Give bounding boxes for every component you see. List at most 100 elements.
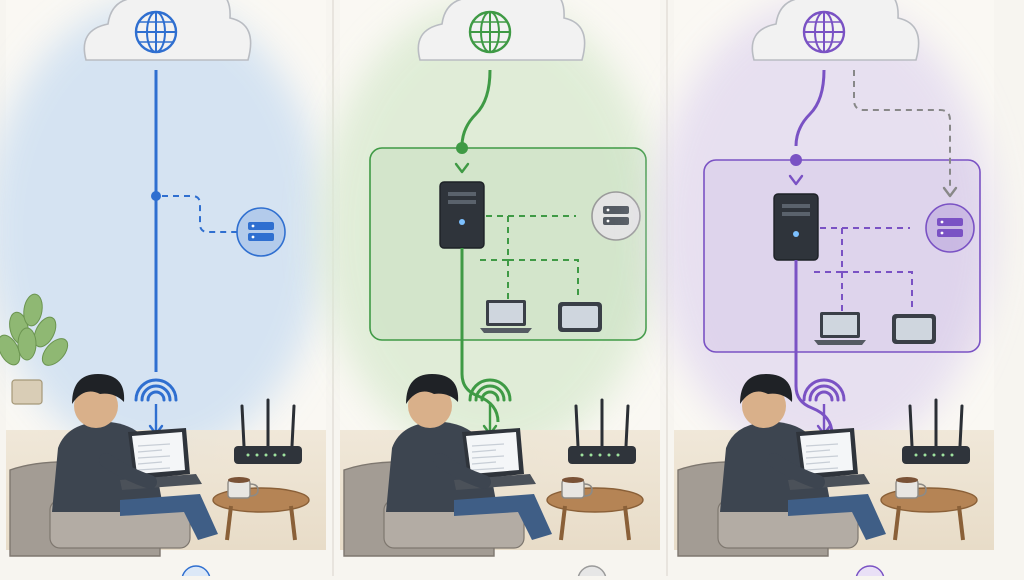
router-antenna: [240, 404, 246, 448]
laptop-base: [814, 340, 866, 345]
screen-text-line: [471, 461, 497, 465]
screen-text-line: [805, 443, 839, 447]
mug-coffee: [896, 477, 918, 483]
server-badge-circle: [236, 207, 286, 257]
watercolor-wash: [0, 0, 326, 460]
wifi-arc: [134, 378, 178, 402]
server-icon: [236, 207, 286, 257]
router-icon: [568, 398, 636, 464]
cloud-icon: [751, 0, 920, 61]
drive-bay: [448, 200, 476, 204]
plant-leaf: [33, 316, 57, 348]
person-icon: [343, 374, 552, 557]
person-arm: [433, 453, 491, 489]
power-led: [459, 219, 465, 225]
server-led: [251, 235, 255, 239]
cut-badge-icon: [855, 565, 885, 580]
dashed-link-to-devices: [812, 228, 913, 320]
mug-handle: [583, 483, 593, 497]
mug-coffee: [562, 477, 584, 483]
globe-icon: [468, 10, 512, 54]
wifi-icon: [802, 378, 846, 402]
router-icon: [234, 398, 302, 464]
router-led: [607, 453, 611, 457]
router-led: [589, 453, 593, 457]
tower-pc-icon: [773, 193, 819, 261]
plant-leaf: [0, 334, 21, 366]
mug-handle: [917, 483, 927, 497]
laptop-screen: [800, 432, 853, 474]
wifi-arc: [146, 390, 166, 402]
tablet-screen: [562, 306, 598, 328]
laptop-icon: [454, 428, 536, 490]
router-body: [902, 446, 970, 464]
router-led: [598, 453, 602, 457]
person-hair: [740, 374, 793, 404]
person-head: [408, 384, 452, 428]
dashed-link-to-devices: [478, 216, 579, 308]
plant-leaf: [41, 338, 69, 366]
server-rack-unit: [248, 233, 274, 241]
cut-badge-icon: [577, 565, 607, 580]
wifi-arc: [808, 384, 840, 402]
router-antenna: [290, 404, 296, 448]
wifi-arc: [468, 378, 512, 402]
screen-text-line: [137, 461, 163, 465]
router-icon: [902, 398, 970, 464]
tower-case: [439, 181, 485, 249]
plant-leaf: [17, 327, 37, 361]
router-led: [616, 453, 620, 457]
router-body: [234, 446, 302, 464]
coffee-mug-icon: [895, 477, 927, 499]
server-rack-unit: [603, 217, 629, 225]
watercolor-wash: [320, 0, 660, 460]
person-legs: [454, 494, 552, 540]
person-icon: [677, 374, 886, 557]
wifi-arc: [474, 384, 506, 402]
server-rack-unit: [603, 206, 629, 214]
entry-node: [456, 142, 468, 154]
server-rack-unit: [248, 222, 274, 230]
server-badge-circle: [591, 191, 641, 241]
router-led: [950, 453, 954, 457]
router-antenna: [624, 404, 630, 448]
table-leg: [289, 505, 297, 541]
router-led: [246, 453, 250, 457]
diagram-panel-1: [0, 0, 326, 557]
table-leg: [893, 505, 901, 541]
router-led: [580, 453, 584, 457]
router-antenna: [908, 404, 914, 448]
wifi-arc: [814, 390, 834, 402]
table-leg: [225, 505, 233, 541]
drive-bay: [782, 212, 810, 216]
watercolor-wash: [654, 0, 994, 460]
globe-icon: [802, 10, 846, 54]
server-icon: [591, 191, 641, 241]
wifi-icon: [468, 378, 512, 402]
router-led: [914, 453, 918, 457]
drive-bay: [782, 204, 810, 208]
router-antenna: [574, 404, 580, 448]
router-led: [273, 453, 277, 457]
router-body: [568, 446, 636, 464]
server-led: [940, 220, 944, 224]
screen-text-line: [137, 443, 171, 447]
diagram-panel-3: [654, 0, 994, 557]
screen-text-line: [137, 455, 171, 459]
person-hair: [72, 374, 125, 404]
screen-text-line: [805, 455, 839, 459]
plant-pot: [11, 379, 43, 405]
person-arm: [99, 453, 157, 489]
entry-node: [790, 154, 802, 166]
router-led: [941, 453, 945, 457]
wifi-arc: [140, 384, 172, 402]
laptop-base: [480, 328, 532, 333]
person-hair: [406, 374, 459, 404]
router-led: [255, 453, 259, 457]
arrow-head-icon: [454, 162, 470, 174]
screen-text-line: [471, 449, 497, 453]
laptop-screen: [132, 432, 185, 474]
server-icon: [925, 203, 975, 253]
screen-text-line: [471, 467, 505, 471]
downlink-line: [794, 260, 834, 435]
